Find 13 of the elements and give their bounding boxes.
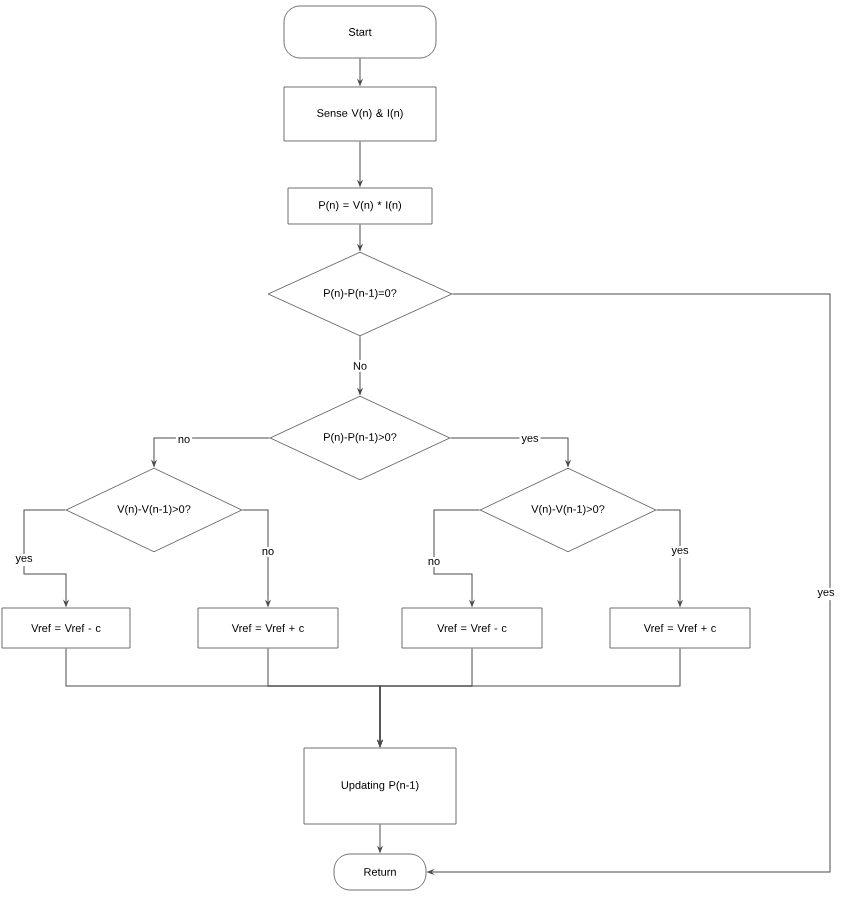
arrow: [357, 140, 363, 187]
arrow: [357, 57, 363, 86]
arrow: [357, 335, 363, 395]
arrow: [357, 223, 363, 251]
arrow: [655, 509, 683, 607]
arrow: [241, 509, 271, 607]
arrow: [449, 437, 571, 467]
arrow: [377, 647, 681, 747]
arrow: [433, 509, 481, 607]
arrow: [151, 437, 271, 467]
arrow: [377, 823, 383, 853]
arrow: [427, 293, 831, 875]
arrow: [23, 509, 69, 607]
